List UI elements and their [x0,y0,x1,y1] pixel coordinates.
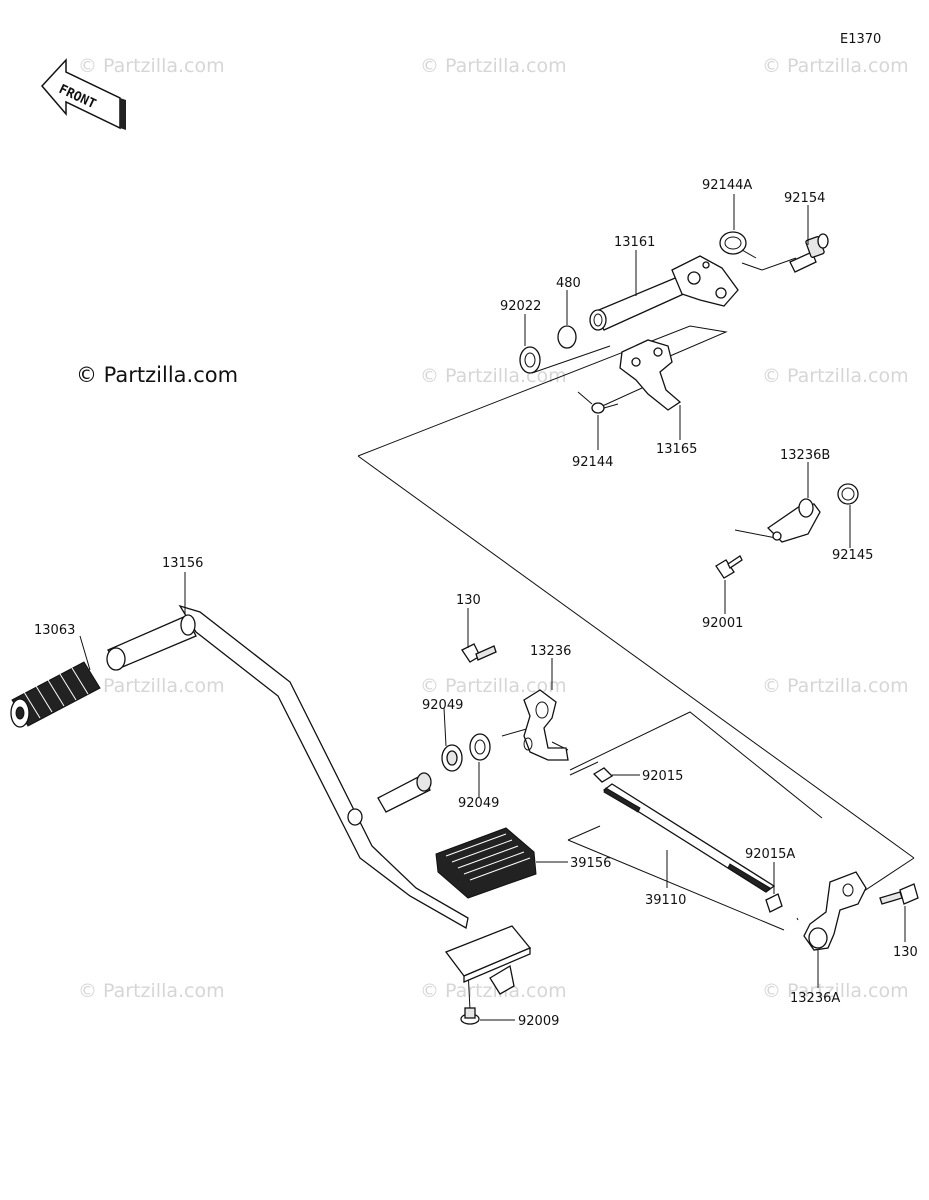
label-13063: 13063 [34,623,75,638]
spring-92144A [719,231,757,259]
watermark: © Partzilla.com [762,675,909,697]
plate-13165 [619,339,682,411]
pedal-pad-39156 [435,827,537,899]
nut-92015 [592,767,614,783]
label-480: 480 [556,276,581,291]
watermark: © Partzilla.com [420,55,567,77]
circlip-480 [557,325,577,349]
label-13236A: 13236A [790,991,840,1006]
label-13161: 13161 [614,235,655,250]
label-13165: 13165 [656,442,697,457]
label-130-lower: 130 [893,945,918,960]
diagram-code: E1370 [840,32,881,47]
arm-13236 [523,689,569,761]
label-92144: 92144 [572,455,613,470]
label-130-upper: 130 [456,593,481,608]
rod-39110 [602,783,776,893]
nut-92015A [765,893,783,913]
spring-92144 [577,391,619,414]
pedal-foot-plate [444,925,532,995]
watermark: © Partzilla.com [420,675,567,697]
partzilla-logo: © Partzilla.com [76,363,238,387]
washer-92022 [519,346,541,374]
seal-92049-b [469,733,491,761]
part-labels: 92144A 92154 13161 480 92022 92144 13165… [34,178,918,1029]
watermark: © Partzilla.com [762,365,909,387]
bolt-130-lower [879,883,919,905]
screw-92009 [460,1007,480,1025]
label-39110: 39110 [645,893,686,908]
label-39156: 39156 [570,856,611,871]
grip-rubber-13063 [10,661,101,728]
bolt-92001 [715,555,743,579]
pin-92154 [789,233,829,273]
watermark: © Partzilla.com [420,980,567,1002]
watermark: © Partzilla.com [762,980,909,1002]
label-92015A: 92015A [745,847,795,862]
watermark: © Partzilla.com [78,980,225,1002]
label-13156: 13156 [162,556,203,571]
watermark: © Partzilla.com [78,675,225,697]
label-92145: 92145 [832,548,873,563]
arm-13236A [803,871,867,951]
label-92154: 92154 [784,191,825,206]
label-92049-a: 92049 [422,698,463,713]
label-92015: 92015 [642,769,683,784]
watermark: © Partzilla.com [78,55,225,77]
label-13236: 13236 [530,644,571,659]
label-13236B: 13236B [780,448,830,463]
lever-13236B [766,498,821,543]
watermark-grid: © Partzilla.com © Partzilla.com © Partzi… [78,55,909,1002]
label-92001: 92001 [702,616,743,631]
pedal-13156 [106,604,469,930]
bolt-130-upper [461,643,497,663]
label-92009: 92009 [518,1014,559,1029]
leader-lines [79,194,906,1021]
front-arrow-icon: FRONT [40,58,126,130]
shift-shaft-13161 [589,255,739,331]
label-92022: 92022 [500,299,541,314]
spring-92145 [837,483,859,505]
label-92144A: 92144A [702,178,752,193]
seal-92049-a [441,744,463,772]
label-92049-b: 92049 [458,796,499,811]
watermark: © Partzilla.com [762,55,909,77]
